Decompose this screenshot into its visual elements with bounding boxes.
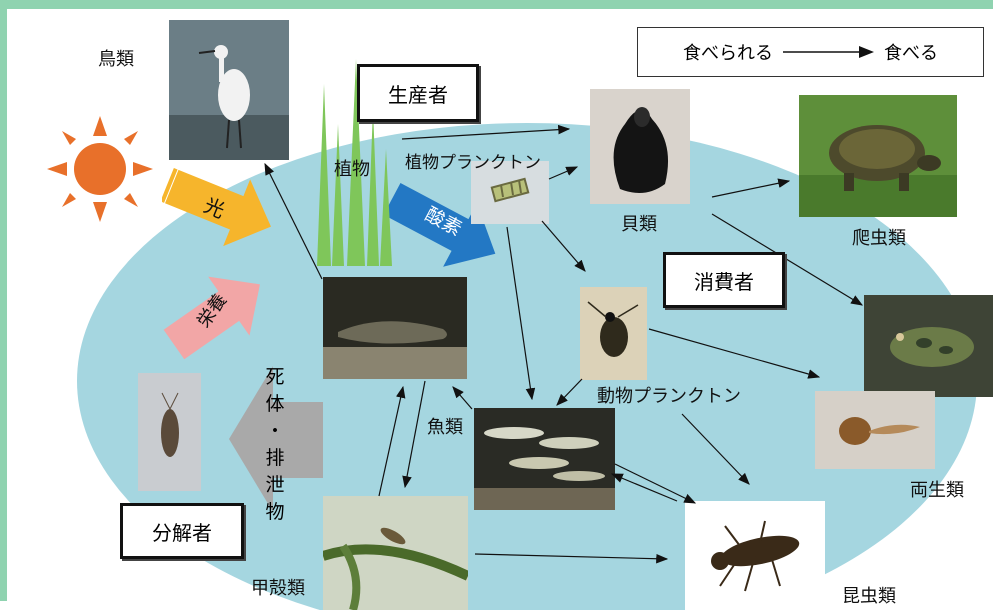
plant-icon (317, 59, 392, 266)
phytoplankton-label: 植物プランクトン (405, 153, 541, 173)
shellfish-label: 貝類 (621, 214, 657, 235)
arrow-zooplankton-to-medaka (556, 378, 583, 406)
nutrient-arrow (163, 276, 260, 360)
phytoplankton-photo (471, 161, 549, 224)
legend-eats-label: 食べる (884, 43, 938, 64)
arrow-plants-to-snail (401, 124, 571, 140)
arrow-medaka-to-catfish (452, 386, 473, 410)
plants-label: 植物 (334, 159, 370, 180)
arrow-crustacean-to-insect (474, 553, 669, 564)
decomposer-box: 分解者 (120, 503, 244, 559)
arrow-snail-to-frog (711, 213, 864, 306)
amphibians-label: 両生類 (910, 480, 964, 501)
medaka-fish-photo (474, 408, 615, 510)
zooplankton-photo (580, 287, 647, 380)
isopod-photo (138, 373, 201, 491)
birds-label: 鳥類 (98, 49, 134, 70)
zooplankton-label: 動物プランクトン (597, 386, 741, 407)
bird-photo (169, 20, 289, 160)
arrow-snail-to-turtle (711, 178, 791, 198)
legend-arrow-icon (783, 46, 874, 58)
legend-eaten-label: 食べられる (683, 43, 773, 64)
arrow-phyto-to-medaka (506, 226, 536, 401)
arrow-phyto-to-zooplankton (541, 220, 586, 272)
tadpole-photo (815, 391, 935, 469)
oxygen-arrow (383, 182, 496, 267)
arrow-medaka-to-insect (614, 463, 697, 504)
arrow-insect-to-medaka (610, 473, 678, 502)
turtle-photo (799, 95, 957, 217)
arrow-phyto-to-snail (548, 166, 579, 180)
food-web-arrows (264, 124, 864, 564)
frog-photo (864, 295, 993, 397)
insect-photo (685, 501, 825, 610)
detritus-arrow (229, 366, 323, 512)
catfish-photo (323, 277, 467, 379)
detritus-label: 死体・排泄物 (265, 366, 285, 523)
legend: 食べられる 食べる (637, 27, 984, 77)
light-arrow (162, 167, 271, 247)
arrow-catfish-to-bird (264, 162, 323, 280)
crustaceans-label: 甲殻類 (251, 578, 305, 599)
arrow-zooplankton-to-tadpole (648, 328, 821, 379)
reptiles-label: 爬虫類 (852, 228, 906, 249)
producer-box: 生産者 (357, 64, 479, 122)
arrow-zooplankton-to-insect (681, 413, 750, 485)
fish-label: 魚類 (427, 417, 463, 438)
arrow-catfish-to-crustacean (402, 380, 426, 489)
insects-label: 昆虫類 (842, 586, 896, 607)
sun-icon (47, 116, 153, 222)
snail-photo (590, 89, 690, 204)
consumer-box: 消費者 (663, 252, 785, 308)
crustacean-photo (323, 496, 468, 610)
arrow-crustacean-to-catfish (378, 385, 406, 497)
